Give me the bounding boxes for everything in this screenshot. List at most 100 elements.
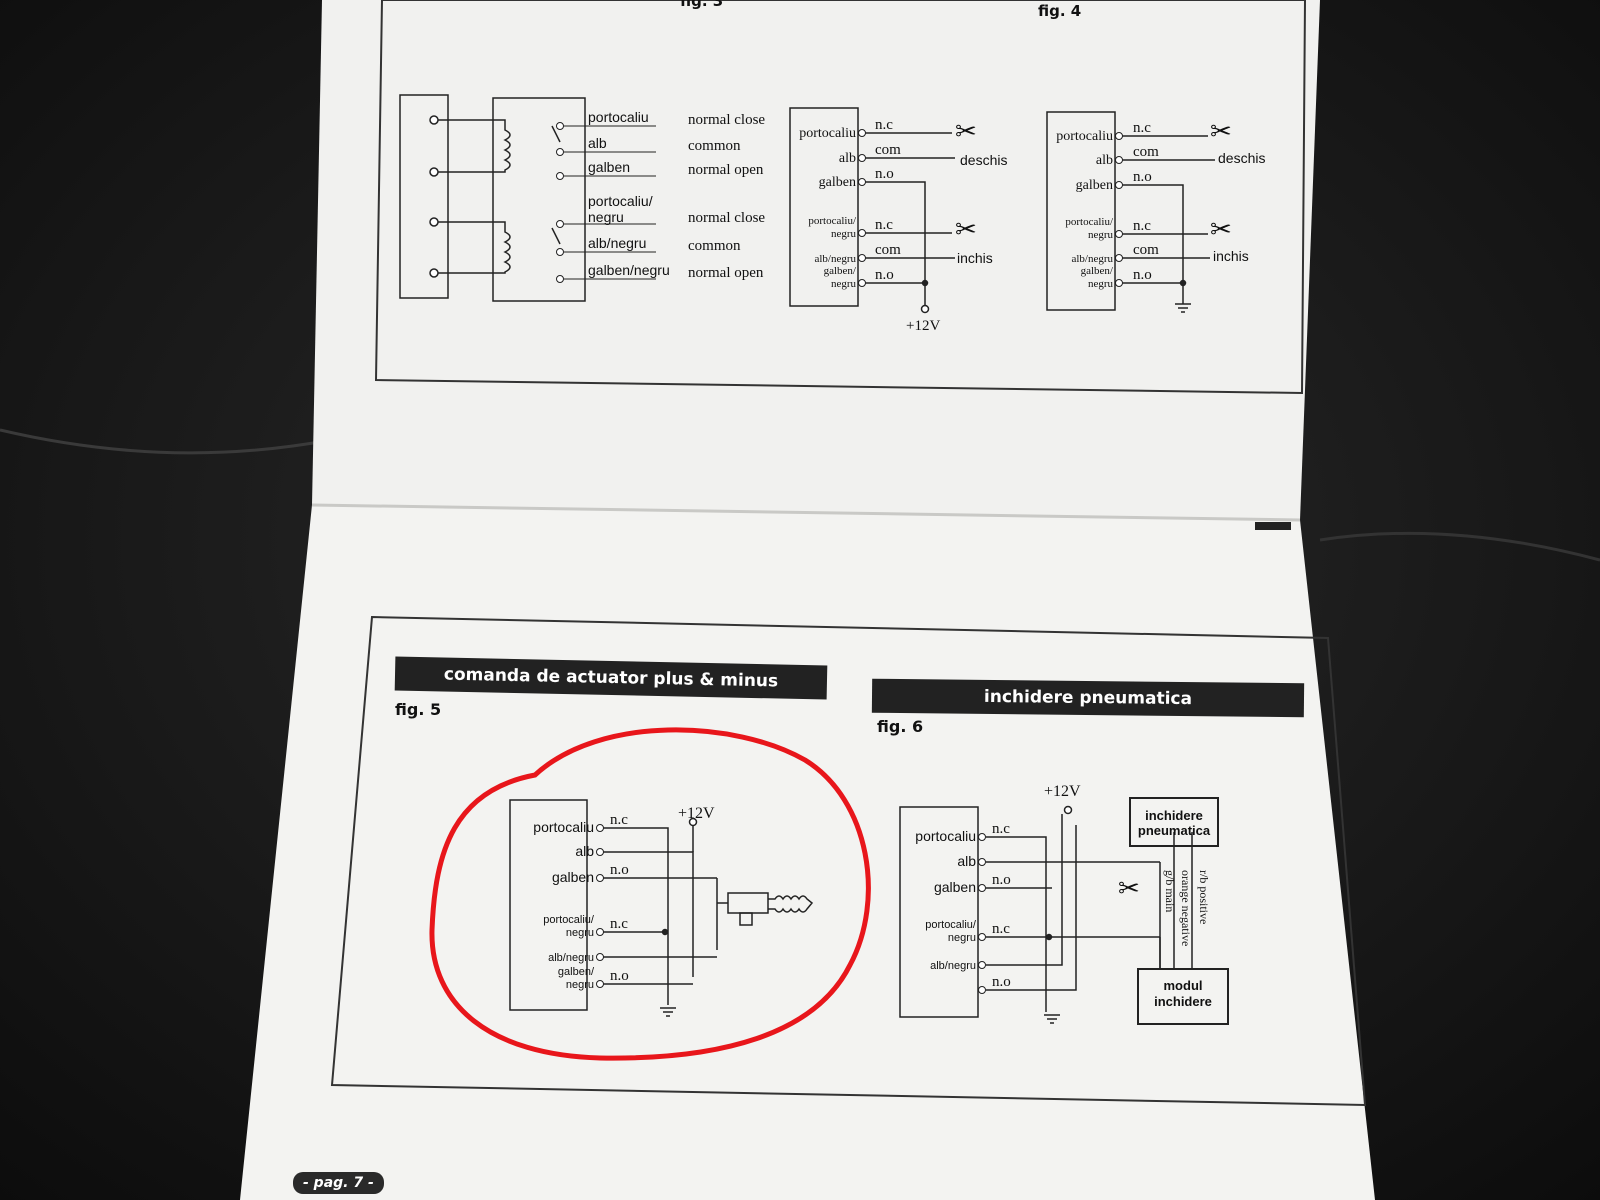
pin-label: alb/negru: [930, 960, 976, 972]
relay-function-label: common: [688, 238, 741, 254]
pin-tag: n.c: [1133, 120, 1151, 136]
relay-row: portocaliu normal close: [556, 109, 765, 130]
relay-row: alb/negru common: [556, 235, 741, 256]
pin-label: alb: [1096, 153, 1113, 168]
pin-label: alb/negru: [548, 952, 594, 964]
pin-tag: n.o: [875, 166, 894, 182]
highlight-circle: [429, 727, 871, 1061]
fig6-label: fig. 6: [877, 717, 924, 736]
relay-wire-label: portocaliu: [588, 109, 649, 125]
relay-row: galben/negru normal open: [556, 262, 764, 283]
pin-tag: n.c: [875, 117, 893, 133]
fig5-label: fig. 5: [395, 700, 442, 719]
pin-row: galben n.o: [934, 872, 1011, 895]
wire-label: r/b positive: [1197, 870, 1211, 924]
pin-row: galben n.o: [819, 166, 894, 190]
pin-tag: n.c: [1133, 218, 1151, 234]
pin-row: alb/negru com: [1071, 242, 1159, 265]
pin-tag: n.c: [992, 821, 1010, 837]
relay-function-label: normal open: [688, 265, 764, 281]
pin-label: galben: [552, 869, 594, 885]
pin-label: portocaliu/negru: [925, 919, 977, 944]
relay-function-label: normal close: [688, 112, 765, 128]
fig3-out-close: inchis: [957, 250, 993, 266]
pin-row: portocaliu/negru n.c: [925, 919, 1010, 944]
pin-label: portocaliu/negru: [1065, 216, 1114, 241]
pin-label: alb/negru: [1071, 253, 1113, 265]
pin-label: alb/negru: [814, 253, 856, 265]
fig5-supply: +12V: [678, 805, 715, 822]
pin-row: alb/negru: [548, 952, 604, 964]
pin-row: alb/negru: [930, 960, 986, 972]
svg-text:✂: ✂: [1210, 214, 1232, 244]
fig5-diagram: [509, 799, 814, 1017]
pin-tag: n.c: [992, 921, 1010, 937]
fig4-out-close: inchis: [1213, 248, 1249, 264]
fig4-diagram: [1046, 111, 1215, 313]
pin-label: portocaliu: [1056, 129, 1113, 144]
pin-tag: n.o: [992, 872, 1011, 888]
svg-text:✂: ✂: [955, 116, 977, 146]
relay-wire-label: galben/negru: [588, 262, 670, 278]
pin-label: portocaliu: [799, 126, 856, 141]
pin-label: alb: [839, 151, 856, 166]
relay-wire-label: alb/negru: [588, 235, 646, 251]
pin-tag: com: [1133, 242, 1159, 258]
pin-row: alb/negru com: [814, 242, 901, 265]
svg-text:✂: ✂: [955, 214, 977, 244]
relay-function-label: normal close: [688, 210, 765, 226]
relay-wire-label: alb: [588, 135, 607, 151]
page-number-badge: - pag. 7 -: [293, 1172, 384, 1194]
pin-label: portocaliu: [533, 819, 594, 835]
pin-tag: com: [1133, 144, 1159, 160]
fig3-pins: portocaliun.calbcomgalbenn.oportocaliu/n…: [799, 117, 901, 290]
svg-text:✂: ✂: [1210, 116, 1232, 146]
pin-tag: n.o: [610, 862, 629, 878]
relay-schematic: [399, 94, 586, 302]
pin-tag: n.c: [875, 217, 893, 233]
pin-row: portocaliu n.c: [1056, 120, 1151, 144]
pin-label: galben/negru: [558, 966, 595, 991]
pin-label: galben: [819, 175, 856, 190]
pin-row: alb: [957, 853, 986, 869]
bottom-frame: [330, 615, 1367, 1107]
relay-wire-label: portocaliu/negru: [588, 193, 653, 225]
fig6-pins: portocaliu n.c alb galben n.o portocaliu/negr…: [915, 821, 1011, 994]
svg-text:✂: ✂: [1118, 873, 1140, 903]
relay-function-label: common: [688, 138, 741, 154]
pin-tag: com: [875, 242, 901, 258]
pin-row: alb com: [1096, 144, 1159, 168]
pin-row: portocaliu n.c: [799, 117, 893, 141]
relay-wire-label: galben: [588, 159, 630, 175]
pin-tag: n.c: [610, 916, 628, 932]
pin-tag: n.o: [1133, 169, 1152, 185]
pin-label: portocaliu: [915, 828, 976, 844]
top-frame: [374, 0, 1307, 395]
pin-label: portocaliu/negru: [808, 215, 857, 240]
pin-row: galben n.o: [552, 862, 629, 885]
pin-row: n.o: [978, 974, 1011, 994]
relay-row: alb common: [556, 135, 741, 156]
fig3-supply: +12V: [906, 318, 940, 334]
pin-row: portocaliu n.c: [915, 821, 1010, 844]
pin-tag: n.o: [992, 974, 1011, 990]
pin-label: galben/negru: [824, 265, 857, 290]
fig6-diagram: [899, 797, 1229, 1025]
scissors-icon: ✂ ✂ ✂ ✂ ✂: [955, 116, 1232, 903]
pin-row: alb: [575, 843, 604, 859]
pin-label: galben: [934, 879, 976, 895]
